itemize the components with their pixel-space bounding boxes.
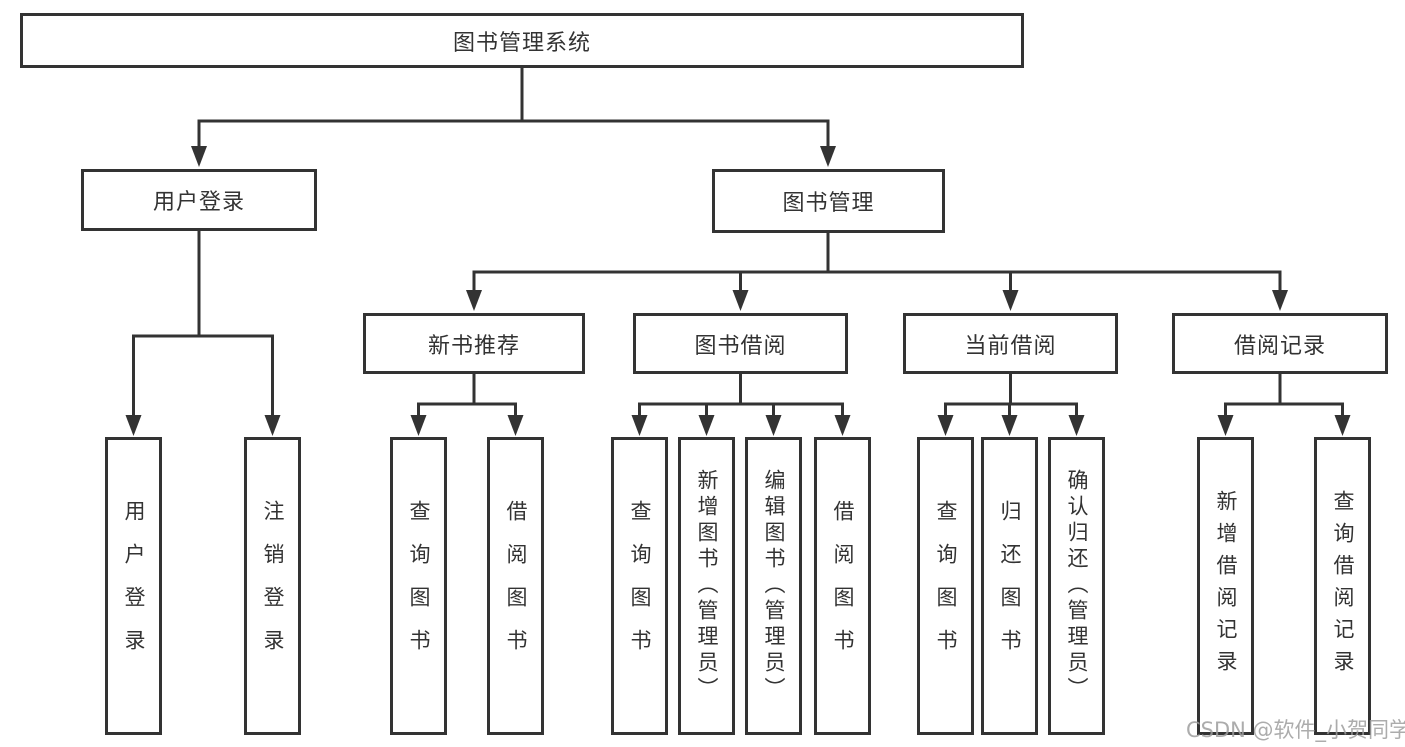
leaf-borrow-edit-label: 编辑图书（管理员）	[762, 469, 786, 703]
node-current-borrow-label: 当前借阅	[964, 333, 1057, 359]
node-user-login-label: 用户登录	[152, 190, 245, 215]
leaf-record-add: 新增借阅记录	[1197, 437, 1254, 735]
node-book-borrow-label: 图书借阅	[694, 333, 787, 359]
leaf-borrow-edit: 编辑图书（管理员）	[745, 437, 802, 735]
node-borrow-record: 借阅记录	[1172, 313, 1388, 374]
leaf-newbook-query-label: 查询图书	[407, 500, 431, 672]
node-root: 图书管理系统	[20, 13, 1024, 68]
csdn-watermark: CSDN @软件_小贺同学	[1186, 718, 1405, 742]
leaf-borrow-query: 查询图书	[611, 437, 668, 735]
leaf-borrow-add: 新增图书（管理员）	[678, 437, 735, 735]
leaf-record-query-label: 查询借阅记录	[1331, 490, 1355, 682]
node-current-borrow: 当前借阅	[903, 313, 1118, 374]
node-book-borrow: 图书借阅	[633, 313, 848, 374]
leaf-logout-label: 注销登录	[261, 500, 285, 672]
arrowheads	[125, 146, 1351, 436]
leaf-borrow-book-label: 借阅图书	[831, 500, 855, 672]
leaf-logout: 注销登录	[244, 437, 301, 735]
node-user-login: 用户登录	[81, 169, 317, 231]
leaf-record-query: 查询借阅记录	[1314, 437, 1371, 735]
leaf-current-return-label: 归还图书	[998, 500, 1022, 672]
leaf-current-confirm-label: 确认归还（管理员）	[1065, 469, 1089, 703]
leaf-record-add-label: 新增借阅记录	[1214, 490, 1238, 682]
node-book-mgmt: 图书管理	[712, 169, 945, 233]
node-new-book-label: 新书推荐	[427, 333, 520, 359]
node-new-book: 新书推荐	[363, 313, 585, 374]
leaf-newbook-query: 查询图书	[390, 437, 447, 735]
leaf-borrow-query-label: 查询图书	[628, 500, 652, 672]
leaf-borrow-book: 借阅图书	[814, 437, 871, 735]
node-book-mgmt-label: 图书管理	[782, 191, 875, 216]
leaf-borrow-add-label: 新增图书（管理员）	[695, 469, 719, 703]
leaf-current-query-label: 查询图书	[934, 500, 958, 672]
leaf-current-query: 查询图书	[917, 437, 974, 735]
leaf-current-confirm: 确认归还（管理员）	[1048, 437, 1105, 735]
leaf-current-return: 归还图书	[981, 437, 1038, 735]
node-root-label: 图书管理系统	[452, 30, 591, 56]
leaf-user-login-label: 用户登录	[122, 500, 146, 672]
leaf-newbook-borrow-label: 借阅图书	[504, 500, 528, 672]
leaf-newbook-borrow: 借阅图书	[487, 437, 544, 735]
leaf-user-login: 用户登录	[105, 437, 162, 735]
node-borrow-record-label: 借阅记录	[1233, 333, 1326, 359]
